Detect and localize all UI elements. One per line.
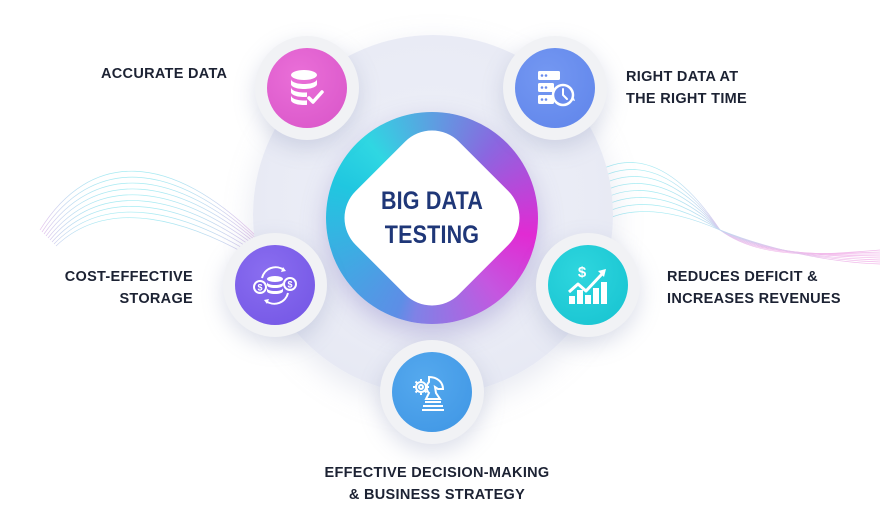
hub-title: BIG DATA TESTING [341, 112, 523, 324]
node-right-data-right-time [503, 36, 607, 140]
label-cost-effective-storage: COST-EFFECTIVE STORAGE [64, 269, 193, 307]
label-accurate-data: ACCURATE DATA [101, 66, 228, 82]
hub-title-line1: BIG DATA [380, 187, 484, 215]
node-disc-reduces-deficit: $ [548, 245, 628, 325]
node-reduces-deficit: $ [536, 233, 640, 337]
database-money-cycle-icon: $ $ [253, 266, 297, 305]
label-reduces-deficit: REDUCES DEFICIT & INCREASES REVENUES [667, 269, 841, 307]
svg-text:$: $ [257, 283, 262, 293]
node-disc-cost-storage: $ $ [235, 245, 315, 325]
node-accurate-data [255, 36, 359, 140]
central-hub: BIG DATA TESTING [326, 112, 538, 324]
label-effective-decision-making: EFFECTIVE DECISION-MAKING & BUSINESS STR… [324, 465, 550, 503]
hub-title-line2: TESTING [384, 221, 480, 249]
revenue-growth-chart-icon: $ [568, 264, 607, 304]
node-effective-decision-making [380, 340, 484, 444]
svg-text:$: $ [287, 280, 292, 290]
node-cost-effective-storage: $ $ [223, 233, 327, 337]
server-clock-icon [538, 71, 575, 107]
svg-text:$: $ [578, 264, 587, 281]
node-disc-right-data [515, 48, 595, 128]
database-check-icon [291, 70, 324, 105]
node-disc-decision-making [392, 352, 472, 432]
label-right-data-right-time: RIGHT DATA AT THE RIGHT TIME [626, 69, 747, 107]
chess-knight-gear-icon [413, 375, 445, 411]
node-disc-accurate-data [267, 48, 347, 128]
